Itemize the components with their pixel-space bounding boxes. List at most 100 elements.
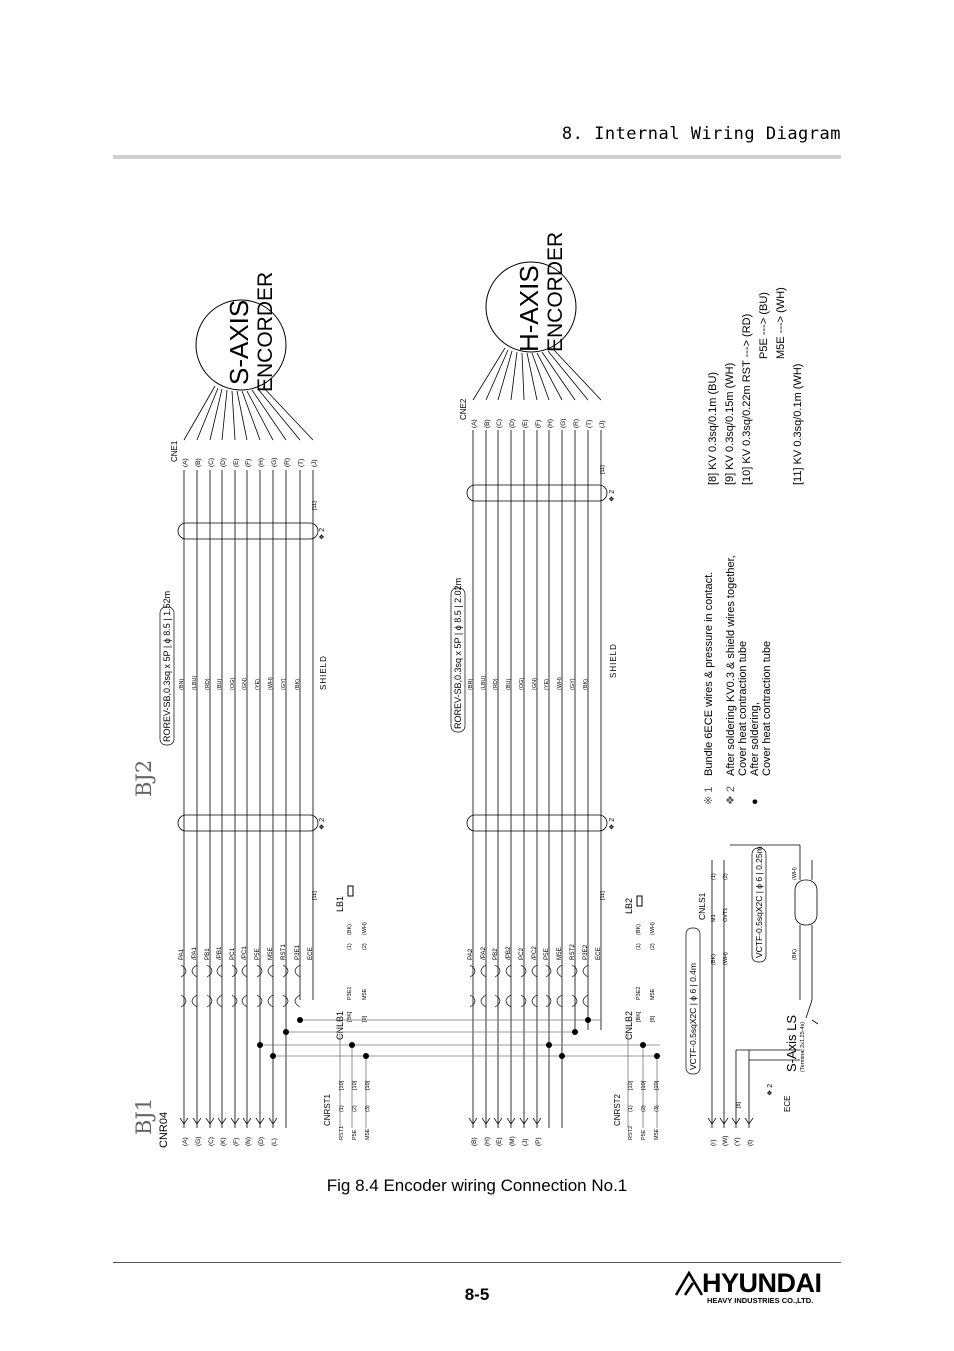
bj1-pin: (H) [484, 1137, 491, 1146]
brand-name: HYUNDAI [702, 1268, 822, 1298]
bj1-pin: (B) [471, 1137, 478, 1146]
cnlb1-pins: (1) (BK) (2) (WH) P3E1 M5E [BK] [9] [347, 922, 368, 1022]
cne2-pin: (T) [586, 420, 593, 428]
bj1-pin: (D) [258, 1137, 265, 1146]
cnls1-pin: (1) [711, 873, 717, 880]
note-3-text-a: After soldering, [749, 702, 761, 776]
cnlb1-sig: M5E [362, 988, 368, 1000]
lb2-terminal [636, 895, 643, 907]
cnrst1-pin: (1) [339, 1105, 345, 1112]
bj1-pins-s: (A) (G) (C) (K) (F) (N) (D) (L) [182, 1137, 278, 1146]
s-signal-labels: PA1 /PA1 PB1 /PB1 PC1 /PC1 P5E M5E RST1 … [178, 944, 314, 960]
ls-wires [711, 844, 813, 1128]
cne1-pins: (A) (B) (C) (D) (E) (F) (H) (G) (R) (T) … [182, 458, 318, 467]
vctf-color-b: (BK) [792, 949, 798, 960]
cnlb1-pin: (1) [347, 943, 353, 950]
cnrst2-label: CNRST2 [613, 1093, 622, 1126]
s-color: (OG) [230, 678, 236, 690]
bottom-arrows [179, 1117, 754, 1125]
cnlb1-pin: (2) [362, 943, 368, 950]
h-signal: /PA2 [480, 946, 487, 960]
s-signal: PA1 [178, 948, 185, 960]
cnrst2-sig: M5E [654, 1128, 660, 1140]
cnlb2-sig: [9] [650, 1015, 656, 1022]
section-title: 8. Internal Wiring Diagram [561, 124, 841, 144]
bj1-label: BJ1 [132, 1098, 156, 1135]
cnlb2-pin: (1) [636, 943, 642, 950]
cnrst1-pin: (3) [365, 1105, 371, 1112]
cnrst2-pin: (3) [654, 1105, 660, 1112]
s-wires [183, 470, 314, 1128]
s-signal: /PA1 [191, 946, 198, 960]
s-encoder-fan [183, 385, 314, 441]
s-signal: P5E [254, 948, 261, 960]
cnrst1-pin: (2) [352, 1105, 358, 1112]
cnlb1-sig: [BK] [347, 1011, 353, 1022]
cne1-pin: (R) [284, 458, 291, 467]
cable-h-label: ROREV-SB,0.3sq x 5P | ϕ 8.5 | 2.02m [453, 578, 463, 729]
h-signal: P3E2 [582, 944, 589, 960]
s-color-labels: (BN) (LBU) (RD) (BU) (OG) (GN) (YE) (WH)… [179, 675, 301, 690]
note-2-mark: ❖ 2 [725, 786, 737, 805]
s-axis-encoder-circle [195, 299, 287, 391]
ece-label: ECE [783, 1096, 792, 1112]
cnrst1-pin: [10] [365, 1080, 371, 1090]
vctf-b-box [751, 847, 767, 963]
s-signal: PC1 [229, 947, 236, 960]
figure-caption: Fig 8.4 Encoder wiring Connection No.1 [326, 1176, 628, 1195]
cnrst2-pin: (1) [628, 1105, 634, 1112]
page-number: 8-5 [464, 1285, 490, 1304]
cne2-pin: (F) [535, 420, 542, 428]
s-signal: P3E1 [294, 944, 301, 960]
cne2-pin: (C) [496, 419, 503, 428]
vctf-color-b: (WH) [792, 867, 798, 880]
lb2-label: LB2 [624, 898, 634, 914]
wire-spec-10b: P5E ---> (BU) [758, 292, 770, 359]
s-signal: ECE [307, 947, 314, 960]
ece-mark: ❖ 2 [767, 1084, 774, 1096]
bj1-pin: (L) [271, 1138, 278, 1146]
h-axis-encoder-circle [485, 261, 577, 353]
cnlb2-pin: (BK) [636, 924, 642, 935]
s-color: (GN) [242, 678, 248, 690]
shield-bands [177, 484, 608, 832]
cnrst1-sig: M5E [365, 1128, 371, 1140]
vctf-color: (BK) [711, 954, 717, 965]
footer-rule [113, 1262, 841, 1263]
shield-mark-s-bot: ❖ 2 [319, 818, 326, 830]
cne1-pin: (T) [298, 459, 305, 467]
h-axis-encoder-label: ENCORDER [544, 232, 567, 352]
wire-spec-8: [8] KV 0.3sq/0.1m (BU) [707, 372, 719, 485]
bj1-pin: (E) [496, 1137, 503, 1146]
note-3-text-b: Cover heat contraction tube [761, 641, 773, 776]
cne2-pins: (A) (B) (C) (D) (E) (F) (H) (G) (R) (T) … [471, 419, 606, 428]
cne2-pin: (G) [560, 419, 567, 428]
notes: ※ 1 Bundle 6ECE wires & pressure in cont… [703, 287, 804, 805]
lb1-label: LB1 [335, 896, 345, 912]
h-color: (BR) [468, 679, 474, 690]
cnls1-sig: OVT1 [723, 908, 729, 922]
cne1-pin: (D) [220, 458, 227, 467]
cnrst2-sig: RST2 [628, 1126, 634, 1140]
limit-switch-symbol [805, 999, 819, 1025]
h-signal: RST2 [569, 944, 576, 960]
cable-h-box [450, 587, 466, 733]
cne2-pin: (E) [522, 419, 529, 428]
h-color: (GY) [570, 678, 576, 690]
s-color: (WH) [268, 677, 274, 690]
wire-11-s: [11] [312, 501, 318, 510]
cnlb2-pin: (WH) [650, 922, 656, 935]
shield-label-h: SHIELD [609, 643, 618, 678]
ls-pin: (r) [710, 1140, 717, 1147]
cnrst1-sig: P5E [352, 1129, 358, 1140]
cnrst1-label: CNRST1 [323, 1093, 332, 1126]
cnrst2-labels: RST2 P5E M5E (1) [10] (2) [10] (3) [10] [628, 1080, 660, 1140]
s-signal: RST1 [280, 944, 287, 960]
bj1-pin: (F) [233, 1138, 240, 1146]
s-axis-label: S-AXIS [224, 300, 254, 385]
cnrst1-sig: RST1 [339, 1126, 345, 1140]
cnlb2-label: CNLB2 [624, 1011, 634, 1040]
h-color: (BK) [583, 679, 589, 690]
junction-dots [257, 1017, 660, 1059]
